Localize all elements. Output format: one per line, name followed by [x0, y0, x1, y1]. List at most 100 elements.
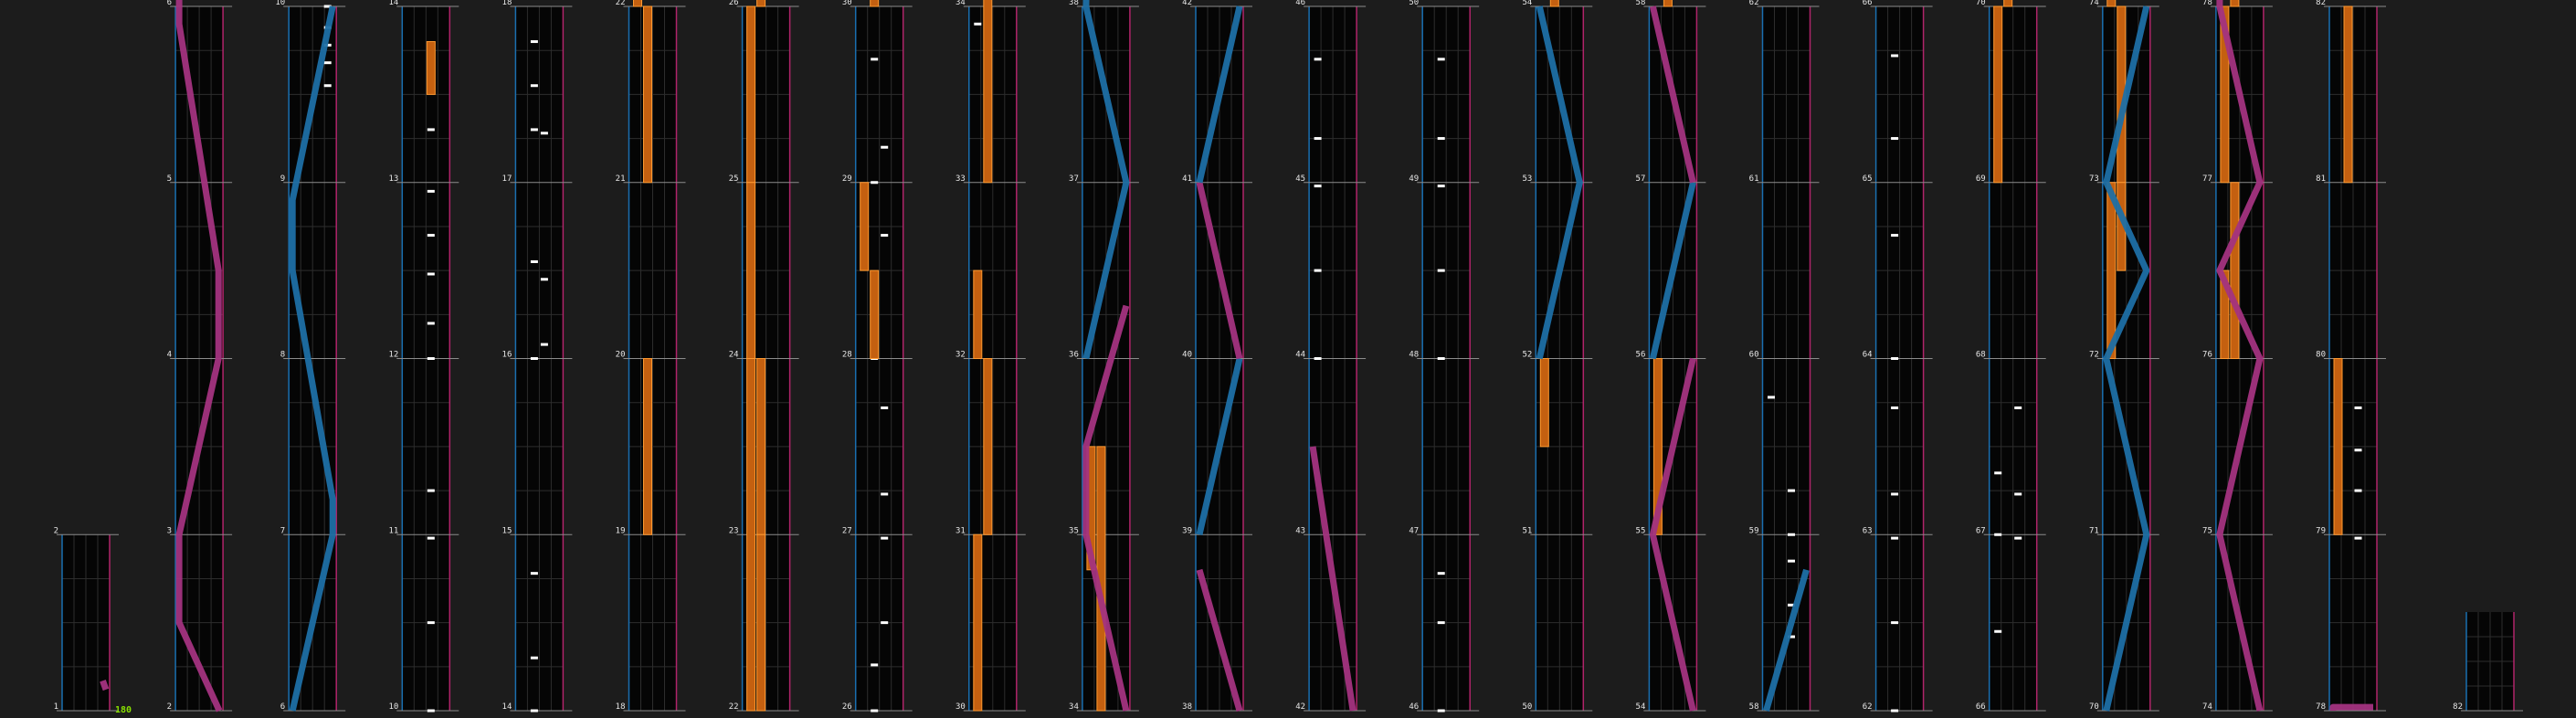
note-chip — [1768, 396, 1775, 399]
note-chip — [1437, 58, 1445, 61]
note-chip — [427, 128, 435, 132]
hold-note — [860, 182, 870, 271]
measure-number: 27 — [842, 526, 852, 535]
hold-note — [2333, 358, 2343, 535]
measure-number: 9 — [280, 174, 285, 184]
measure-number: 68 — [1976, 351, 1986, 360]
measure-number: 29 — [842, 174, 852, 184]
note-chip — [1314, 269, 1322, 272]
hold-note — [2230, 0, 2240, 7]
note-chip — [540, 343, 548, 346]
measure-number: 62 — [1863, 702, 1873, 712]
note-chip — [1891, 492, 1899, 496]
measure-number: 59 — [1749, 526, 1759, 535]
measure-number: 52 — [1522, 351, 1532, 360]
note-chip — [427, 621, 435, 625]
note-chip — [1437, 357, 1445, 360]
measure-number: 66 — [1976, 702, 1986, 712]
note-chip — [427, 357, 435, 360]
note-chip — [1891, 709, 1899, 713]
measure-number: 2 — [167, 702, 172, 712]
measure-number: 6 — [280, 702, 285, 712]
hold-note — [2220, 5, 2230, 184]
note-chip — [427, 489, 435, 492]
measure-number: 47 — [1409, 526, 1419, 535]
measure-number: 36 — [1069, 351, 1079, 360]
hold-note — [1652, 358, 1663, 535]
note-chip — [427, 189, 435, 193]
hold-note — [2106, 182, 2117, 359]
measure-number: 8 — [280, 351, 285, 360]
measure-number: 31 — [955, 526, 966, 535]
lane-column: 82 — [2453, 612, 2523, 712]
note-chip — [1891, 536, 1899, 540]
note-chip — [1788, 603, 1795, 607]
measure-number: 30 — [842, 0, 852, 7]
note-chip — [1891, 621, 1899, 625]
right-laser — [2216, 0, 2264, 712]
right-laser — [1309, 446, 1357, 712]
note-chip — [2354, 536, 2362, 540]
hold-note — [1993, 5, 2003, 184]
note-chip — [1437, 185, 1445, 188]
hold-note — [2106, 0, 2117, 7]
right-laser — [1649, 5, 1696, 184]
hold-note — [983, 358, 993, 535]
note-chip — [427, 322, 435, 325]
measure-number: 70 — [1976, 0, 1986, 7]
hold-note — [633, 0, 642, 7]
note-chip — [530, 128, 538, 132]
hold-note — [2003, 0, 2013, 7]
note-chip — [881, 621, 889, 625]
measure-number: 55 — [1636, 526, 1646, 535]
measure-number: 62 — [1749, 0, 1759, 7]
measure-number: 78 — [2202, 0, 2212, 7]
bpm-label: 180 — [115, 705, 132, 715]
measure-number: 79 — [2316, 526, 2326, 535]
measure-number: 74 — [2089, 0, 2099, 7]
measure-number: 14 — [502, 702, 512, 712]
note-chip — [974, 22, 982, 26]
note-chip — [323, 5, 332, 8]
note-chip — [1788, 559, 1795, 563]
note-chip — [540, 132, 548, 135]
measure-number: 12 — [388, 351, 398, 360]
left-laser — [1082, 0, 1130, 360]
measure-number: 34 — [1069, 702, 1079, 712]
measure-number: 30 — [955, 702, 966, 712]
note-chip — [2014, 406, 2022, 409]
note-chip — [427, 536, 435, 540]
measure-number: 46 — [1409, 702, 1419, 712]
measure-number: 53 — [1522, 174, 1532, 184]
note-chip — [1437, 709, 1445, 713]
measure-number: 71 — [2089, 526, 2099, 535]
note-chip — [1994, 533, 2002, 536]
note-chip — [530, 572, 538, 575]
measure-number: 33 — [955, 174, 966, 184]
measure-number: 26 — [842, 702, 852, 712]
measure-number: 20 — [616, 351, 626, 360]
note-chip — [2354, 406, 2362, 409]
measure-number: 42 — [1182, 0, 1192, 7]
note-chip — [1788, 533, 1795, 536]
measure-number: 74 — [2202, 702, 2212, 712]
measure-number: 25 — [729, 174, 739, 184]
measure-number: 10 — [388, 702, 398, 712]
note-chip — [881, 406, 889, 409]
measure-number: 73 — [2089, 174, 2099, 184]
measure-number: 49 — [1409, 174, 1419, 184]
note-chip — [530, 84, 538, 88]
measure-number: 45 — [1295, 174, 1305, 184]
left-laser — [1536, 5, 1583, 360]
note-chip — [530, 259, 538, 263]
measure-number: 7 — [280, 526, 285, 535]
left-laser — [1649, 181, 1696, 360]
